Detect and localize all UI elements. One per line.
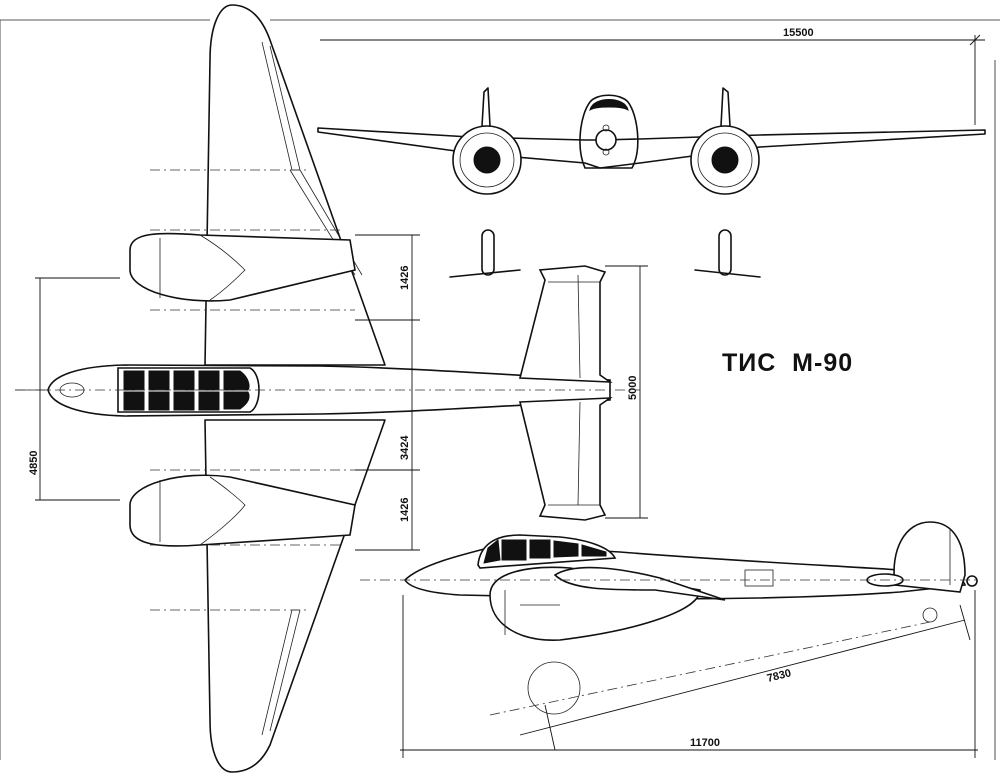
top-view-dimensions: 4850 1426 3424 1426 5000 (28, 234, 648, 551)
frame (0, 19, 1000, 760)
wingspan-label: 15500 (783, 27, 814, 39)
side-view (360, 521, 980, 716)
aircraft-title: ТИС М-90 (722, 349, 854, 377)
side-view-dimensions: 7830 11700 (400, 590, 978, 758)
length-label: 11700 (690, 737, 720, 749)
length-partial-label: 7830 (766, 667, 793, 685)
wingspan-dimension: 15500 (320, 27, 985, 125)
nacelle-offset-lower-label: 1426 (399, 498, 411, 522)
front-view (317, 87, 986, 278)
center-offset-label: 3424 (399, 435, 411, 460)
top-view (15, 4, 640, 773)
nacelle-offset-upper-label: 1426 (399, 266, 411, 290)
track-total-label: 4850 (28, 451, 40, 475)
tail-span-label: 5000 (627, 376, 639, 400)
